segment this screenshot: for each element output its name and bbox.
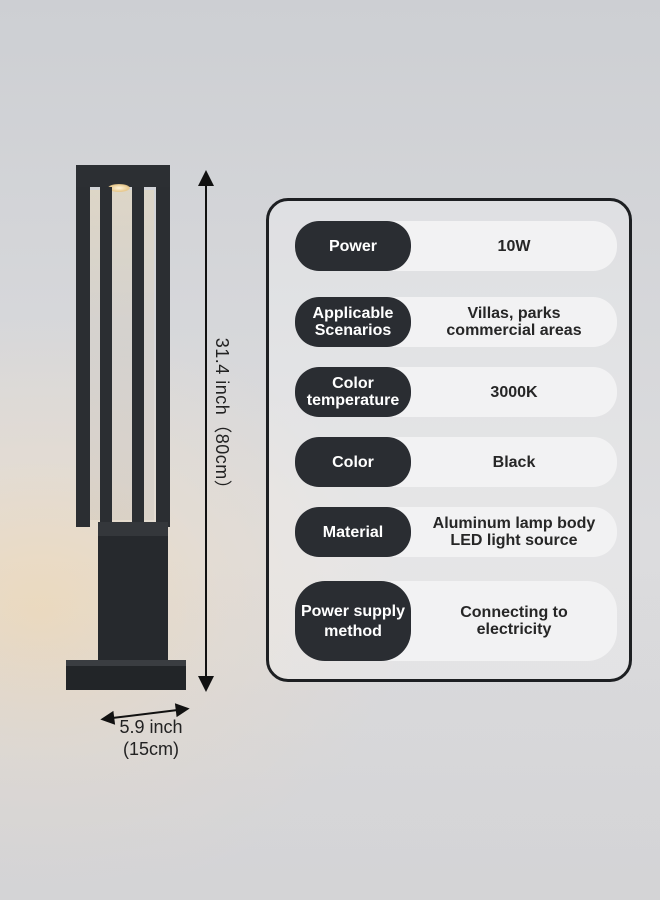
spec-key-text: Power supply: [300, 602, 406, 620]
spec-value-text: electricity: [476, 621, 552, 638]
spec-row-scenarios: Applicable Scenarios Villas, parks comme…: [295, 297, 617, 347]
spec-key: Color temperature: [295, 367, 411, 417]
spec-key-text: Applicable: [312, 305, 394, 322]
width-label-cm: (15cm): [122, 739, 179, 759]
spec-key-text: Material: [322, 523, 384, 541]
spec-value-text: Black: [492, 453, 536, 471]
lamp-post-inner-left: [100, 187, 112, 527]
lamp-body-top: [98, 522, 168, 536]
spec-key-text: method: [324, 622, 382, 640]
spec-key: Color: [295, 437, 411, 487]
spec-key: Material: [295, 507, 411, 557]
spec-key-text: temperature: [306, 392, 400, 409]
arrow-up-icon: [198, 170, 214, 186]
width-label: 5.9 inch (15cm): [96, 716, 206, 760]
spec-value-text: commercial areas: [446, 322, 582, 339]
spec-value: Aluminum lamp body LED light source: [411, 507, 617, 557]
spec-value: Black: [411, 437, 617, 487]
spec-value-text: 10W: [497, 237, 531, 255]
spec-key: Applicable Scenarios: [295, 297, 411, 347]
spec-key-text: Power: [328, 237, 377, 255]
arrow-down-icon: [198, 676, 214, 692]
height-label: 31.4 inch（80cm）: [212, 337, 232, 499]
lamp-post-left: [76, 187, 90, 527]
lamp-body: [98, 522, 168, 662]
spec-key: Power supply method: [295, 581, 411, 661]
height-dimension-arrow: [196, 170, 216, 692]
lamp-cap: [76, 165, 170, 187]
lamp-led: [108, 184, 130, 192]
height-dimension-line: [205, 184, 207, 678]
spec-row-material: Material Aluminum lamp body LED light so…: [295, 507, 617, 557]
spec-card: Power 10W Applicable Scenarios Villas, p…: [266, 198, 632, 682]
spec-value: 3000K: [411, 367, 617, 417]
spec-key-text: Scenarios: [314, 322, 392, 339]
arrow-right-icon: [174, 701, 191, 718]
spec-value: Connecting to electricity: [411, 581, 617, 661]
spec-value-text: 3000K: [490, 383, 538, 401]
lamp-post-right: [156, 187, 170, 527]
spec-row-power-supply: Power supply method Connecting to electr…: [295, 581, 617, 661]
spec-value-text: Villas, parks: [467, 305, 561, 322]
spec-value-text: LED light source: [450, 532, 578, 549]
spec-value: 10W: [411, 221, 617, 271]
spec-row-color: Color Black: [295, 437, 617, 487]
spec-key-text: Color: [332, 375, 374, 392]
spec-key: Power: [295, 221, 411, 271]
spec-value: Villas, parks commercial areas: [411, 297, 617, 347]
spec-row-color-temperature: Color temperature 3000K: [295, 367, 617, 417]
lamp-base-top: [66, 660, 186, 666]
lamp-post-inner-right: [132, 187, 144, 527]
bollard-lamp-image: [0, 0, 260, 760]
spec-value-text: Aluminum lamp body: [432, 515, 596, 532]
spec-value-text: Connecting to: [460, 604, 568, 621]
width-label-inch: 5.9 inch: [119, 717, 183, 737]
spec-row-power: Power 10W: [295, 221, 617, 271]
spec-key-text: Color: [332, 453, 374, 471]
